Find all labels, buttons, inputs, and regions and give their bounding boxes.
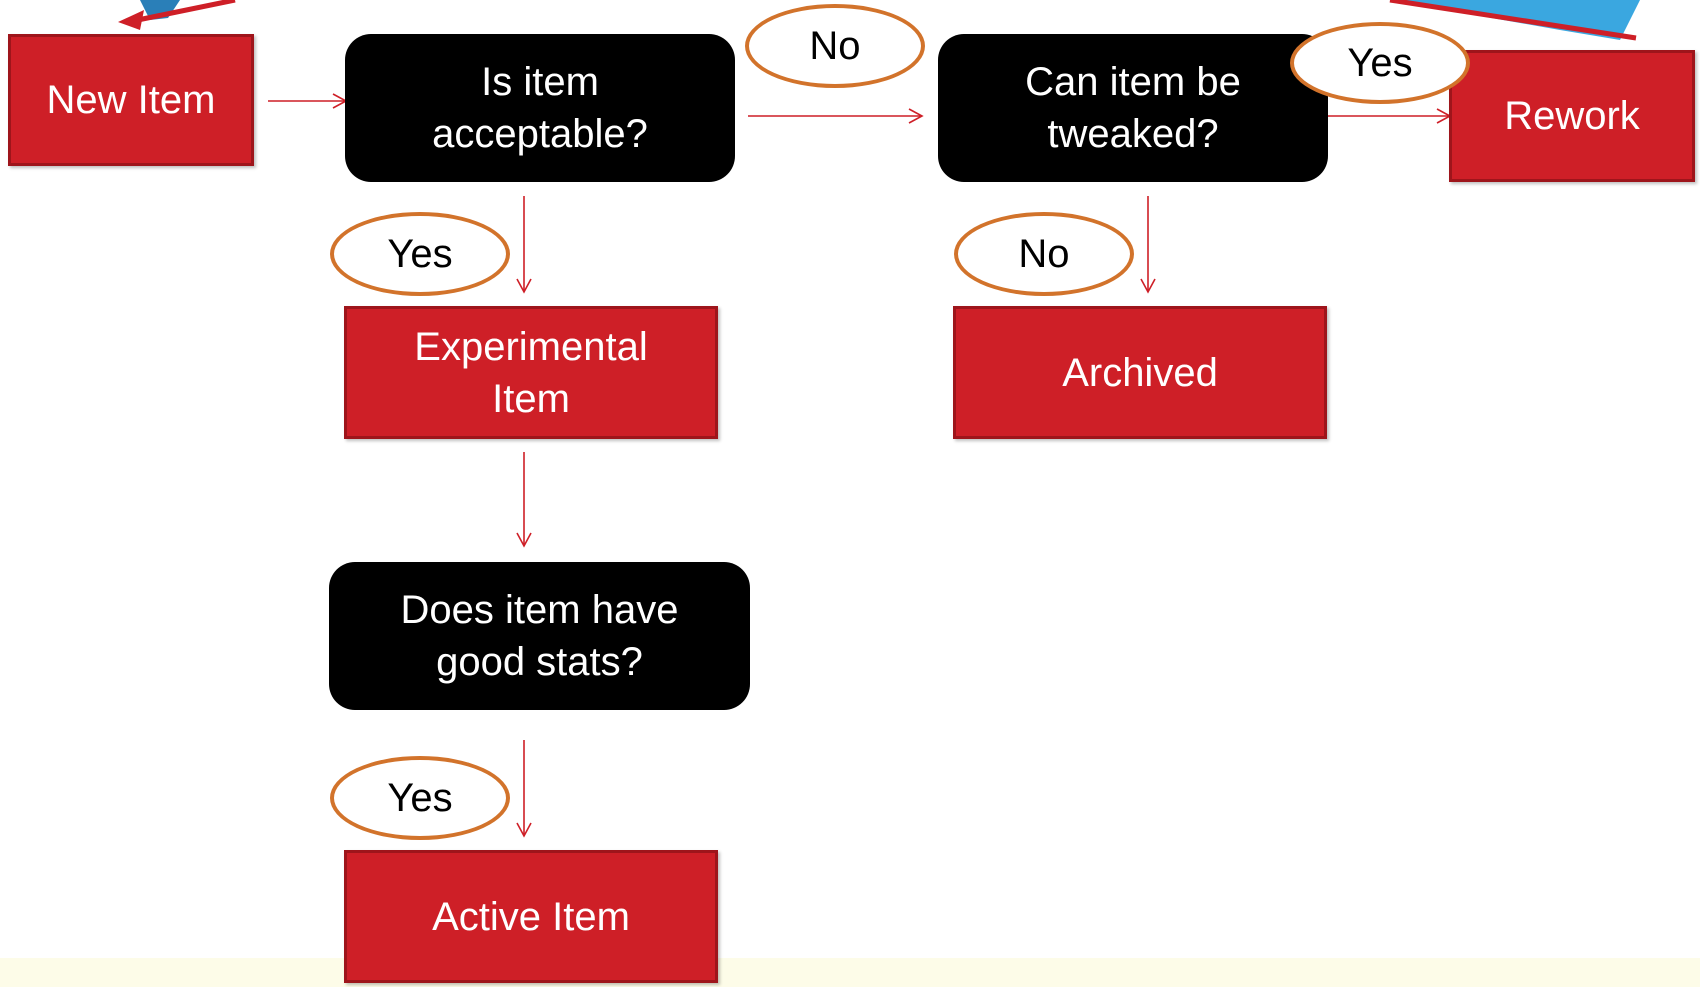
bottom-band [0,958,1700,987]
label-no-top-text: No [809,23,861,68]
label-yes-experimental: Yes [330,212,510,296]
label-no-top: No [745,4,925,88]
red-pointer-left [127,0,236,25]
node-experimental-item-label: Experimental Item [414,324,648,421]
red-pointer-left-head [118,10,144,30]
label-yes-active-text: Yes [387,775,453,820]
node-new-item: New Item [8,34,254,166]
label-no-archived-text: No [1018,231,1070,276]
decision-can-tweak: Can item be tweaked? [938,34,1328,182]
node-active-item-label: Active Item [432,894,630,939]
node-experimental-item: Experimental Item [344,306,718,439]
label-yes-rework: Yes [1290,22,1470,104]
label-yes-active: Yes [330,756,510,840]
node-active-item: Active Item [344,850,718,983]
node-new-item-label: New Item [46,78,216,122]
decision-good-stats-label: Does item have good stats? [400,588,679,684]
decision-can-tweak-label: Can item be tweaked? [1025,60,1241,156]
node-archived-label: Archived [1062,350,1218,395]
decision-is-acceptable-label: Is item acceptable? [432,60,648,156]
node-rework-label: Rework [1504,94,1640,138]
label-yes-rework-text: Yes [1347,40,1413,85]
decision-good-stats: Does item have good stats? [329,562,750,710]
label-no-archived: No [954,212,1134,296]
node-rework: Rework [1449,50,1695,182]
decision-is-acceptable: Is item acceptable? [345,34,735,182]
node-archived: Archived [953,306,1327,439]
label-yes-experimental-text: Yes [387,231,453,276]
red-pointer-right [1389,0,1637,41]
